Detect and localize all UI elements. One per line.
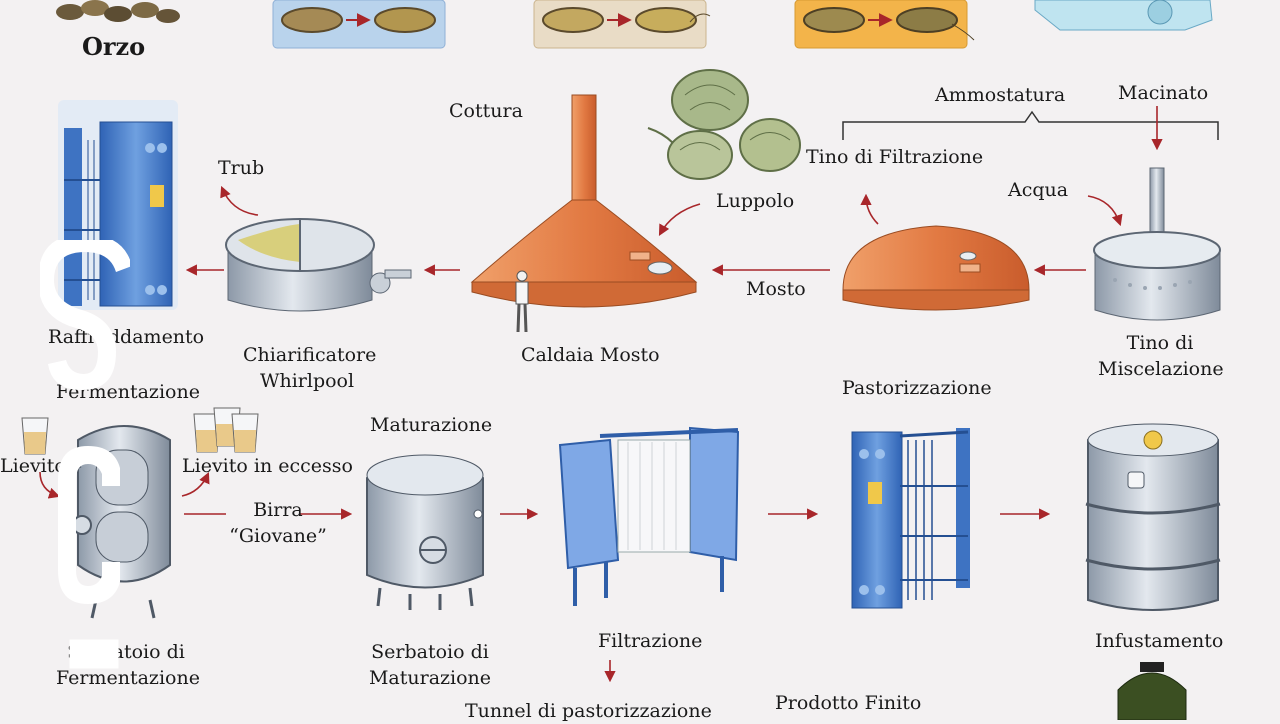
- label-macinato: Macinato: [1118, 82, 1209, 104]
- label-filtrazione: Filtrazione: [598, 630, 703, 652]
- label-chiarificatore-line2: Whirlpool: [259, 370, 355, 392]
- label-chiarificatore: Chiarificatore Whirlpool: [243, 342, 377, 394]
- keg-illustration: [1085, 423, 1221, 611]
- label-birra-giovane-line2: “Giovane”: [229, 525, 327, 547]
- germination-panel-1: [272, 0, 446, 49]
- label-birra-giovane: Birra “Giovane”: [225, 497, 331, 549]
- watermark-logo: [40, 240, 130, 669]
- gas-cylinder-illustration: [1117, 662, 1187, 721]
- label-tino-filtrazione: Tino di Filtrazione: [806, 146, 984, 168]
- label-luppolo: Luppolo: [716, 190, 795, 212]
- label-tino-miscelazione-line1: Tino di: [1126, 332, 1194, 354]
- label-tino-miscelazione: Tino di Miscelazione: [1098, 330, 1224, 382]
- whirlpool-tank-illustration: [225, 218, 412, 312]
- mash-tun-illustration: [1093, 167, 1221, 321]
- label-pastorizzazione: Pastorizzazione: [842, 377, 992, 399]
- label-tino-miscelazione-line2: Miscelazione: [1098, 358, 1224, 380]
- label-tunnel-pastorizzazione: Tunnel di pastorizzazione: [465, 700, 712, 722]
- label-mosto: Mosto: [746, 278, 806, 300]
- wort-kettle-illustration: [470, 94, 698, 333]
- label-chiarificatore-line1: Chiarificatore: [243, 344, 377, 366]
- worker-figure: [515, 270, 529, 333]
- hop-cones-illustration: [647, 69, 801, 180]
- yeast-glasses-excess: [193, 407, 259, 453]
- germination-panel-2: [533, 0, 711, 49]
- label-caldaia-mosto: Caldaia Mosto: [521, 344, 660, 366]
- label-maturazione: Maturazione: [370, 414, 493, 436]
- label-orzo: Orzo: [82, 32, 146, 61]
- barley-grains-illustration: [56, 0, 180, 23]
- plate-cooler-illustration: [58, 100, 178, 310]
- ammostatura-bracket: [842, 110, 1219, 140]
- label-serbatoio-mat-line2: Maturazione: [368, 667, 492, 689]
- label-cottura: Cottura: [449, 100, 523, 122]
- label-serbatoio-ferm-line2: Fermentazione: [56, 667, 200, 689]
- label-ammostatura: Ammostatura: [935, 84, 1066, 106]
- germination-panel-3: [794, 0, 975, 49]
- pasteurizer-illustration: [851, 428, 970, 609]
- label-serbatoio-maturazione: Serbatoio di Maturazione: [368, 639, 492, 691]
- maturation-tank-illustration: [366, 454, 484, 610]
- label-acqua: Acqua: [1008, 179, 1069, 201]
- label-infustamento: Infustamento: [1095, 630, 1224, 652]
- label-serbatoio-mat-line1: Serbatoio di: [371, 641, 489, 663]
- label-birra-giovane-line1: Birra: [253, 499, 303, 521]
- label-lievito: Lievito: [0, 455, 66, 477]
- lauter-tun-illustration: [842, 225, 1030, 311]
- label-prodotto-finito: Prodotto Finito: [775, 692, 922, 714]
- mill-illustration: [1034, 0, 1213, 31]
- label-lievito-eccesso: Lievito in eccesso: [182, 455, 353, 477]
- label-trub: Trub: [218, 157, 265, 179]
- process-arrows: [39, 106, 1163, 683]
- filter-press-illustration: [558, 426, 740, 606]
- yeast-glass-left: [21, 417, 49, 455]
